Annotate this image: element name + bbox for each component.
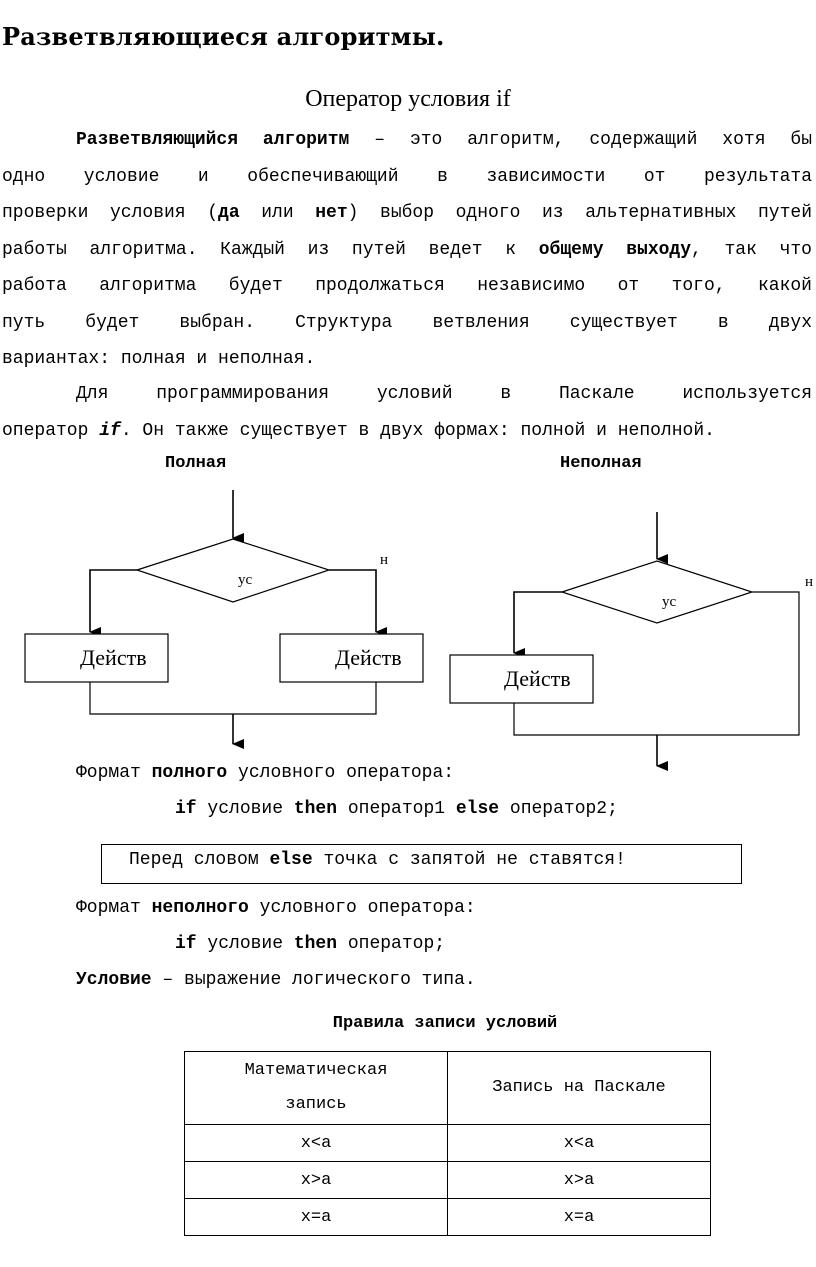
table-row: x=a x=a [184,1198,711,1236]
header-pascal: Запись на Паскале [447,1051,711,1125]
text-span: или [239,203,316,223]
condition-diamond [135,538,331,603]
paragraph-line: путь будет выбран. Структура ветвления с… [2,312,812,333]
table-row: x<a x<a [184,1124,711,1162]
table-row: x>a x>a [184,1161,711,1199]
text-span: условие [196,934,294,954]
partial-format-label: Формат неполного условного оператора: [76,898,476,918]
term-common-exit: общему выходу [538,239,692,260]
text-span: оператор; [337,934,446,954]
cell-pascal: x=a [447,1198,711,1236]
keyword-then: then [293,934,338,954]
term-partial: неполного [151,898,249,918]
text-span: проверки условия ( [2,203,219,223]
header-text: запись [285,1095,347,1114]
partial-branch-flowchart: ус н Действ [449,512,813,771]
yes-branch-arrow [513,591,562,658]
definition-paragraph: Разветвляющийся алгоритм – это алгоритм,… [2,122,812,378]
condition-diamond [560,560,754,624]
text-span: оператор2; [499,799,618,819]
term-yes: да [218,203,240,223]
cell-pascal: x>a [447,1161,711,1199]
no-label: н [805,574,813,590]
action-label: Действ [80,645,147,670]
cell-math: x<a [184,1124,448,1162]
paragraph-line: Для программирования условий в Паскале и… [76,384,812,404]
text-span: Формат [76,898,152,918]
text-span: оператор [2,420,100,441]
text-span: – это алгоритм, содержащий хотя бы [349,130,812,150]
merge-line [89,682,377,715]
note-box: Перед словом else точка с запятой не ста… [101,844,742,884]
paragraph-line: работы алгоритма. Каждый из путей ведет … [2,232,812,269]
keyword-then: then [293,799,338,819]
rules-table: Математическая запись Запись на Паскале x… [184,1051,711,1236]
header-text: Математическая [244,1061,388,1080]
pascal-paragraph: Для программирования условий в Паскале и… [2,376,812,449]
paragraph-line: вариантах: полная и неполная. [2,349,316,369]
full-branch-flowchart: ус н Действ Действ [24,490,424,749]
text-span: работы алгоритма. Каждый из путей ведет … [2,239,539,260]
no-branch-line [513,591,800,736]
term-no: нет [315,203,348,223]
keyword-else: else [455,799,500,819]
paragraph-line: проверки условия (да или нет) выбор одно… [2,195,812,232]
keyword-if: if [175,799,197,819]
header-math: Математическая запись [184,1051,448,1125]
cell-math: x=a [184,1198,448,1236]
no-label: н [380,552,388,568]
paragraph-line: оператор if. Он также существует в двух … [2,413,812,450]
text-span: . Он также существует в двух формах: пол… [120,420,715,441]
cell-pascal: x<a [447,1124,711,1162]
condition-definition: Условие – выражение логического типа. [76,970,476,990]
text-span: , так что [691,239,812,260]
paragraph-line: работа алгоритма будет продолжаться неза… [2,276,812,296]
paragraph-line: одно условие и обеспечивающий в зависимо… [2,166,812,187]
rules-table-title: Правила записи условий [332,1014,558,1033]
full-format-syntax: if условие then оператор1 else оператор2… [175,799,618,819]
term-full: полного [151,763,228,783]
keyword-if: if [175,934,197,954]
condition-label: ус [238,572,253,588]
yes-branch-arrow [89,569,137,637]
term-branching-algorithm: Разветвляющийся алгоритм [76,130,350,150]
paragraph-line: Разветвляющийся алгоритм – это алгоритм,… [2,122,812,159]
action-box-no [279,633,424,683]
text-span: Формат [76,763,152,783]
keyword-if: if [99,420,121,441]
text-span: условного оператора: [248,898,476,918]
text-span: точка с запятой не ставятся! [312,850,626,870]
action-box-yes [449,654,594,704]
section-subtitle: Оператор условия if [305,86,511,112]
no-branch-arrow [329,569,387,637]
page-title: Разветвляющиеся алгоритмы. [2,22,445,51]
full-branch-label: Полная [165,454,227,473]
text-span: оператор1 [337,799,456,819]
term-condition: Условие [76,970,152,990]
text-span: Перед словом [129,850,270,870]
condition-label: ус [662,594,677,610]
text-span: условного оператора: [227,763,455,783]
text-span: – выражение логического типа. [151,970,476,990]
action-label: Действ [504,666,571,691]
cell-math: x>a [184,1161,448,1199]
action-label: Действ [335,645,402,670]
action-box-yes [24,633,169,683]
text-span: ) выбор одного из альтернативных путей [347,203,813,223]
table-header-row: Математическая запись Запись на Паскале [184,1051,711,1125]
partial-format-syntax: if условие then оператор; [175,934,445,954]
keyword-else: else [269,850,313,870]
full-format-label: Формат полного условного оператора: [76,763,454,783]
text-span: условие [196,799,294,819]
partial-branch-label: Неполная [560,454,642,473]
